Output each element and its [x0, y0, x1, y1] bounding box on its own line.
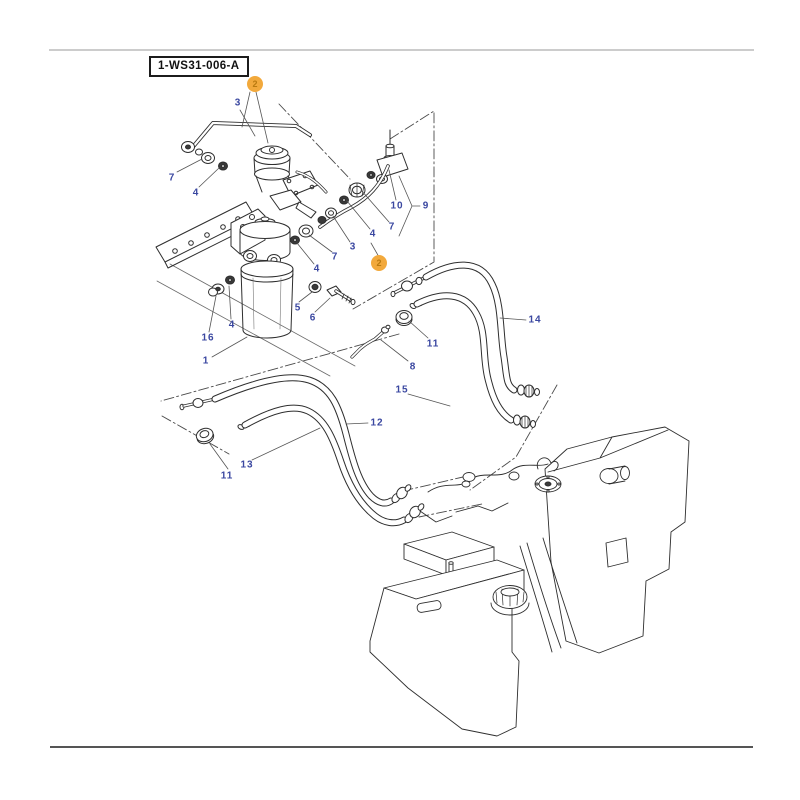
- part-callout-7[interactable]: 7: [168, 172, 176, 184]
- part-callout-16[interactable]: 16: [201, 332, 215, 344]
- part-callout-7[interactable]: 7: [388, 221, 396, 233]
- background-lines: [156, 263, 356, 377]
- part-callout-14[interactable]: 14: [528, 314, 542, 326]
- lift-pump: [253, 145, 328, 219]
- part-callout-11[interactable]: 11: [220, 470, 234, 482]
- part-callout-3[interactable]: 3: [349, 241, 357, 253]
- hose-14: [390, 261, 540, 398]
- part-callout-1[interactable]: 1: [202, 355, 210, 367]
- bottom-rule: [50, 746, 753, 748]
- hose-13: [237, 404, 425, 527]
- leader-lines: [176, 91, 527, 470]
- part-callout-10[interactable]: 10: [390, 200, 404, 212]
- part-callout-4[interactable]: 4: [369, 228, 377, 240]
- hose-12: [179, 374, 412, 507]
- top-rule: [49, 49, 754, 51]
- part-callout-4[interactable]: 4: [313, 263, 321, 275]
- fuel-pipe: [181, 121, 312, 171]
- part-callout-11[interactable]: 11: [426, 338, 440, 350]
- part-callout-5[interactable]: 5: [294, 302, 302, 314]
- part-code-box: 1-WS31-006-A: [149, 56, 249, 77]
- part-callout-3[interactable]: 3: [234, 97, 242, 109]
- filter-head: [230, 208, 291, 266]
- part-code-text: 1-WS31-006-A: [158, 60, 240, 72]
- bolt: [326, 285, 356, 306]
- hose-15: [409, 292, 536, 429]
- part-callout-15[interactable]: 15: [395, 384, 409, 396]
- part-callout-4[interactable]: 4: [192, 187, 200, 199]
- grommet-upper: [395, 310, 413, 326]
- grommet-lower: [195, 427, 215, 445]
- mounting-plate: [155, 201, 259, 269]
- part-callout-9[interactable]: 9: [422, 200, 430, 212]
- small-pipe: [350, 324, 391, 359]
- part-callout-7[interactable]: 7: [331, 251, 339, 263]
- group-marker-2-2[interactable]: 2: [371, 255, 387, 271]
- part-callout-6[interactable]: 6: [309, 312, 317, 324]
- part-callout-8[interactable]: 8: [409, 361, 417, 373]
- boundary-lines: [160, 103, 558, 518]
- part-callout-12[interactable]: 12: [370, 417, 384, 429]
- part-callout-13[interactable]: 13: [240, 459, 254, 471]
- filter-cartridge: [240, 260, 294, 339]
- fuel-tank: [369, 426, 690, 737]
- drain-plug-and-washers: [208, 275, 322, 297]
- group-marker-2-1[interactable]: 2: [247, 76, 263, 92]
- part-callout-4[interactable]: 4: [228, 319, 236, 331]
